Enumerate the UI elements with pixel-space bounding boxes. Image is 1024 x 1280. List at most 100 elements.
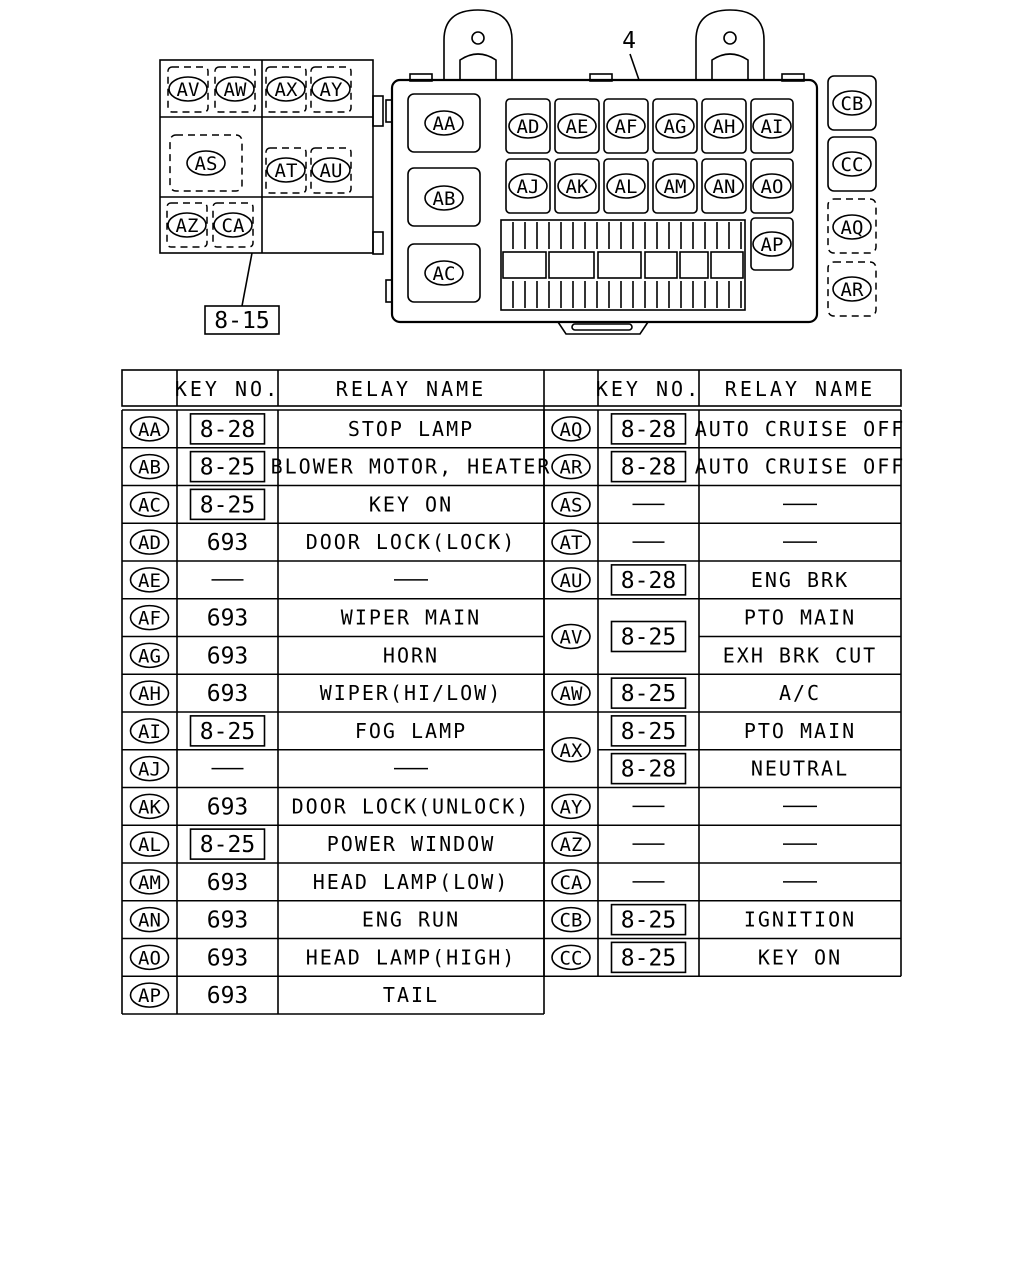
table-key-cb-0: 8-25 [610, 903, 687, 936]
relay-label-ad: AD [508, 113, 548, 139]
table-code-cc: CC [551, 944, 591, 971]
table-key-ak: 693 [207, 794, 249, 820]
right-relays [827, 75, 877, 317]
relay-label-av: AV [168, 76, 208, 102]
relay-label-aj-text: AJ [517, 176, 540, 198]
table-name-ag-text: HORN [383, 643, 439, 667]
table-key-ae: — [211, 568, 244, 594]
table-name-cb-0: IGNITION [744, 908, 856, 932]
table-name-cb-0-text: IGNITION [744, 908, 856, 932]
relay-label-ar: AR [832, 276, 872, 302]
table-code-ap-text: AP [138, 985, 161, 1007]
table-code-ca-text: CA [560, 872, 583, 894]
table-key-ah-text: 693 [207, 681, 249, 707]
table-key-ax-0: 8-25 [610, 715, 687, 747]
table-key-ar-0: 8-28 [610, 450, 687, 483]
table-key-as-0: — [632, 503, 665, 506]
table-key-an: 693 [207, 908, 249, 934]
table-name-ai-text: FOG LAMP [355, 719, 467, 743]
table-code-aj: AJ [129, 755, 170, 782]
table-key-ao-text: 693 [207, 945, 249, 971]
relay-label-au: AU [311, 157, 351, 183]
table-name-cc-0: KEY ON [758, 945, 840, 969]
table-code-am: AM [129, 869, 170, 895]
table-name-av-0: PTO MAIN [744, 606, 854, 630]
table-name-an-text: ENG RUN [362, 908, 460, 932]
table-key-az-0-text: — [642, 832, 656, 858]
table-code-af-text: AF [138, 608, 161, 630]
table-key-au-0: 8-28 [610, 564, 687, 596]
relay-label-ak: AK [557, 173, 597, 199]
table-key-ab-text: 8-25 [200, 455, 255, 481]
table-key-ac: 8-25 [189, 488, 266, 521]
table-key-ak-text: 693 [207, 794, 249, 820]
table-code-aq: AQ [551, 416, 591, 442]
relay-label-cc-text: CC [841, 154, 864, 176]
relay-label-ay: AY [311, 76, 351, 102]
table-key-av-0: 8-25 [610, 620, 687, 653]
relay-label-as-text: AS [195, 153, 218, 175]
relay-label-ap: AP [752, 231, 792, 257]
relay-label-al: AL [606, 173, 646, 199]
table-name-aa: STOP LAMP [348, 417, 474, 441]
table-key-ad-text: 693 [207, 530, 249, 556]
table-code-ax-text: AX [560, 740, 583, 762]
table-name-az-0-text: — [793, 832, 807, 856]
callout-leader [629, 53, 640, 81]
table-key-ah: 693 [207, 681, 249, 707]
table-name-am: HEAD LAMP(LOW) [313, 870, 508, 894]
table-code-ar-text: AR [560, 457, 583, 479]
ref-label: 8-15 [214, 308, 269, 334]
relay-label-aw: AW [215, 76, 255, 102]
relay-label-ca: CA [213, 212, 253, 238]
table-code-ay: AY [551, 793, 591, 820]
table-name-ah-text: WIPER(HI/LOW) [320, 681, 503, 705]
table-code-ac-text: AC [138, 494, 161, 516]
relay-label-ca-text: CA [222, 215, 245, 237]
table-name-ab: BLOWER MOTOR, HEATER [271, 455, 550, 479]
table-code-af: AF [129, 604, 170, 631]
table-code-ap: AP [129, 982, 170, 1008]
table-name-at-0: — [783, 541, 817, 543]
table-key-ar-0-text: 8-28 [621, 455, 676, 481]
relay-label-cc: CC [832, 151, 872, 177]
table-key-aw-0-text: 8-25 [621, 681, 676, 707]
table-key-aq-0-text: 8-28 [621, 417, 676, 443]
table-key-an-text: 693 [207, 908, 249, 934]
table-name-ax-1: NEUTRAL [751, 757, 847, 781]
left-relay-box [159, 59, 384, 255]
table-code-ad-text: AD [138, 532, 161, 554]
relay-label-ak-text: AK [566, 176, 589, 198]
table-name-ax-0-text: PTO MAIN [744, 719, 856, 743]
table-key-aw-0: 8-25 [610, 677, 687, 709]
table-name-au-0: ENG BRK [751, 568, 847, 592]
table-name-aa-text: STOP LAMP [348, 417, 474, 441]
relay-label-ae-text: AE [566, 116, 589, 138]
table-code-az: AZ [551, 831, 591, 857]
header-key-no-right: KEY NO. [596, 377, 701, 401]
table-code-ag-text: AG [138, 645, 161, 667]
table-code-ai-text: AI [138, 721, 161, 743]
relay-label-al-text: AL [615, 176, 638, 198]
relay-label-ao-text: AO [761, 176, 784, 198]
relay-label-af: AF [606, 113, 646, 139]
relay-label-aq: AQ [832, 214, 872, 240]
table-name-av-1: EXH BRK CUT [723, 643, 875, 667]
table-name-aj: — [394, 767, 428, 770]
table-name-ar-0: AUTO CRUISE OFF [695, 455, 904, 479]
table-code-ao-text: AO [138, 947, 161, 969]
table-code-an-text: AN [138, 910, 161, 932]
relay-label-ax: AX [266, 76, 306, 102]
table-key-ae-text: — [221, 568, 235, 594]
relay-label-at: AT [266, 157, 306, 183]
table-name-aw-0: A/C [779, 681, 819, 705]
table-key-ab: 8-25 [189, 450, 266, 483]
table-name-al: POWER WINDOW [327, 832, 494, 856]
table-key-ai: 8-25 [189, 715, 266, 747]
ref-label-box [204, 305, 280, 335]
table-name-ay-0: — [783, 805, 817, 808]
table-key-ay-0-text: — [642, 794, 656, 820]
table-key-aj-text: — [221, 757, 235, 783]
relay-label-af-text: AF [615, 116, 638, 138]
